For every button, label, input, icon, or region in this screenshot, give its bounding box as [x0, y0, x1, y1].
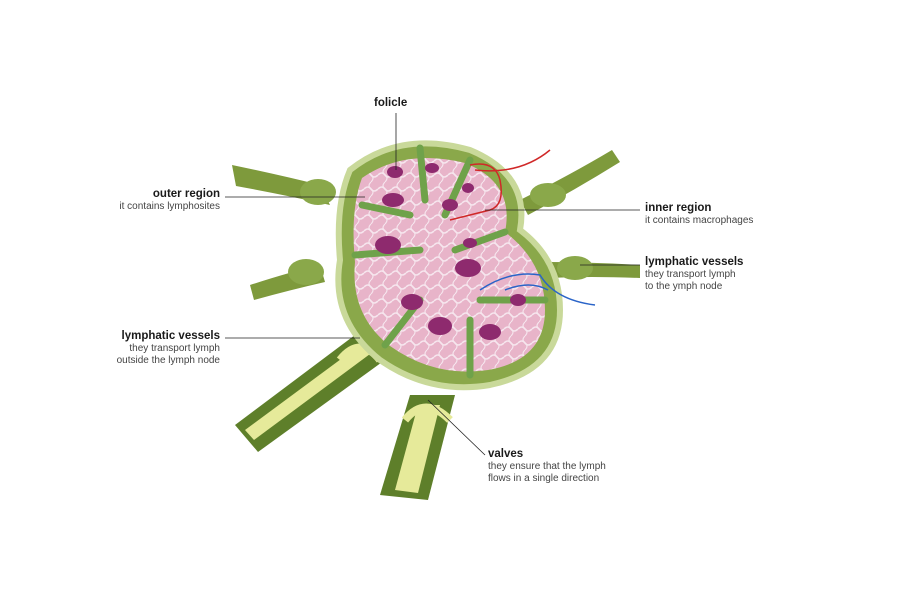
label-valves-title: valves [488, 448, 524, 460]
label-inner-region-sub: it contains macrophages [645, 215, 754, 227]
leader-line-valves [427, 399, 486, 456]
leader-lines [225, 113, 640, 456]
label-valves-sub1: they ensure that the lymph [488, 461, 606, 473]
follicle [455, 259, 481, 277]
label-lymph-in-sub2: to the ymph node [645, 280, 723, 292]
follicle [428, 317, 452, 335]
label-inner-region-title: inner region [645, 202, 712, 214]
efferent-vessels [235, 335, 455, 500]
follicle [463, 238, 477, 248]
follicles [375, 163, 526, 340]
label-valves-sub2: flows in a single direction [488, 472, 600, 484]
label-outer-region-title: outer region [152, 188, 220, 200]
follicle [387, 166, 403, 178]
label-lymphatic-vessels-in: lymphatic vessels they transport lymph t… [645, 256, 743, 292]
label-lymphatic-vessels-out: lymphatic vessels they transport lymph o… [117, 330, 220, 366]
label-valves: valves they ensure that the lymph flows … [488, 448, 606, 484]
follicle [401, 294, 423, 310]
label-lymph-in-title: lymphatic vessels [645, 256, 744, 268]
label-outer-region: outer region it contains lymphosites [119, 188, 220, 213]
label-lymph-out-title: lymphatic vessels [121, 330, 220, 342]
label-lymph-out-sub2: outside the lymph node [116, 354, 220, 366]
label-lymph-out-sub1: they transport lymph [129, 343, 220, 355]
label-inner-region: inner region it contains macrophages [645, 202, 753, 227]
follicle [442, 199, 458, 211]
follicle [462, 183, 474, 193]
lymph-node [335, 140, 564, 391]
label-outer-region-sub: it contains lymphosites [119, 201, 220, 213]
label-lymph-in-sub1: they transport lymph [645, 269, 736, 281]
follicle [375, 236, 401, 254]
follicle [425, 163, 439, 173]
follicle [510, 294, 526, 306]
follicle [382, 193, 404, 207]
afferent-vessels [232, 150, 640, 300]
label-follicle: folicle [374, 97, 407, 110]
blood-vessels [449, 149, 596, 306]
label-follicle-title: folicle [374, 97, 408, 109]
follicle [479, 324, 501, 340]
